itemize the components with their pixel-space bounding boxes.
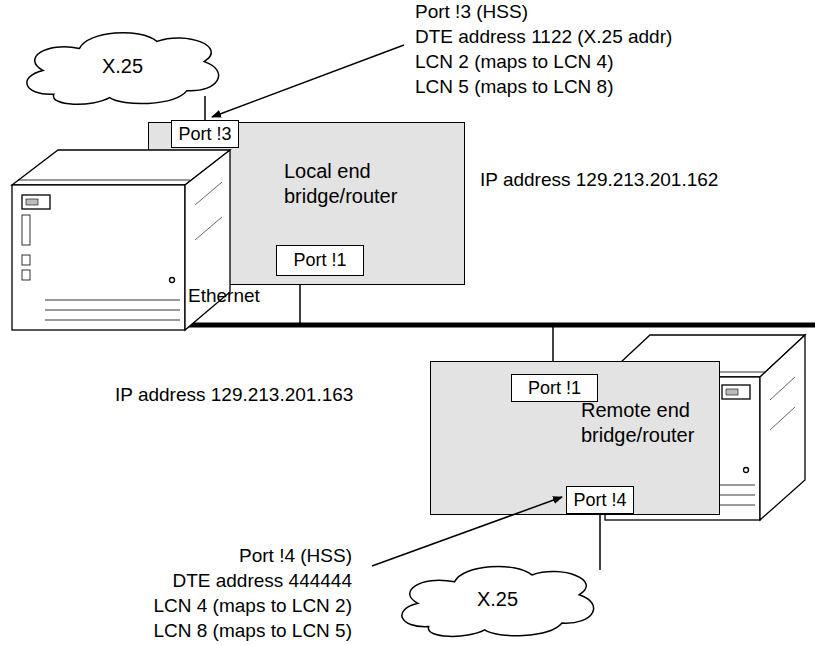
router-box: Remote end bridge/routerPort !1 Port !4 [430,361,720,515]
network-cloud: X.25 [390,556,605,642]
callout-text-holder: LCN 2 (maps to LCN 4) [415,50,614,74]
callout-text-holder: LCN 5 (maps to LCN 8) [415,75,614,99]
callout-text-holder: LCN 4 (maps to LCN 2) [153,594,352,618]
port-label: Port !1 [293,249,346,272]
callout-text-holder: DTE address 444444 [172,569,352,593]
callout-text: LCN 8 (maps to LCN 5) [153,620,352,641]
leader-arrow [212,45,404,117]
port-box: Port !1 [511,374,598,402]
callout-text: LCN 4 (maps to LCN 2) [153,595,352,616]
callout-text-holder: IP address 129.213.201.162 [480,168,718,192]
port-label: Port !3 [178,123,231,146]
callout-text: DTE address 1122 (X.25 addr) [415,26,672,47]
bus-line [40,323,815,328]
port-box: Port !3 [171,120,239,148]
callout-text-holder: IP address 129.213.201.163 [115,383,353,407]
network-label: X.25 [477,587,518,612]
callout-text-holder: Ethernet [188,284,260,308]
port-label: Port !4 [573,489,626,512]
router-label: Local end bridge/router [284,159,424,209]
leader-arrow [372,497,562,566]
callout-text: Port !3 (HSS) [415,1,528,22]
callout-text-holder: DTE address 1122 (X.25 addr) [415,25,672,49]
port-box: Port !1 [276,245,364,276]
port-label: Port !1 [528,377,581,400]
callout-text: Port !4 (HSS) [239,545,352,566]
router-box: Local end bridge/router Port !3 Port !1 [148,122,465,285]
network-cloud: X.25 [15,22,230,110]
callout-text: Ethernet [188,285,260,306]
callout-text-holder: LCN 8 (maps to LCN 5) [153,619,352,643]
network-label: X.25 [102,54,143,79]
callout-text: LCN 5 (maps to LCN 8) [415,76,614,97]
callout-text-holder: Port !3 (HSS) [415,0,528,24]
callout-text: DTE address 444444 [172,570,352,591]
callout-text: IP address 129.213.201.163 [115,384,353,405]
callout-text-holder: Port !4 (HSS) [239,544,352,568]
callout-text: LCN 2 (maps to LCN 4) [415,51,614,72]
link-line [204,96,206,120]
link-line [599,514,601,570]
router-label: Remote end bridge/router [581,398,706,448]
callout-text: IP address 129.213.201.162 [480,169,718,190]
port-box: Port !4 [566,486,634,514]
